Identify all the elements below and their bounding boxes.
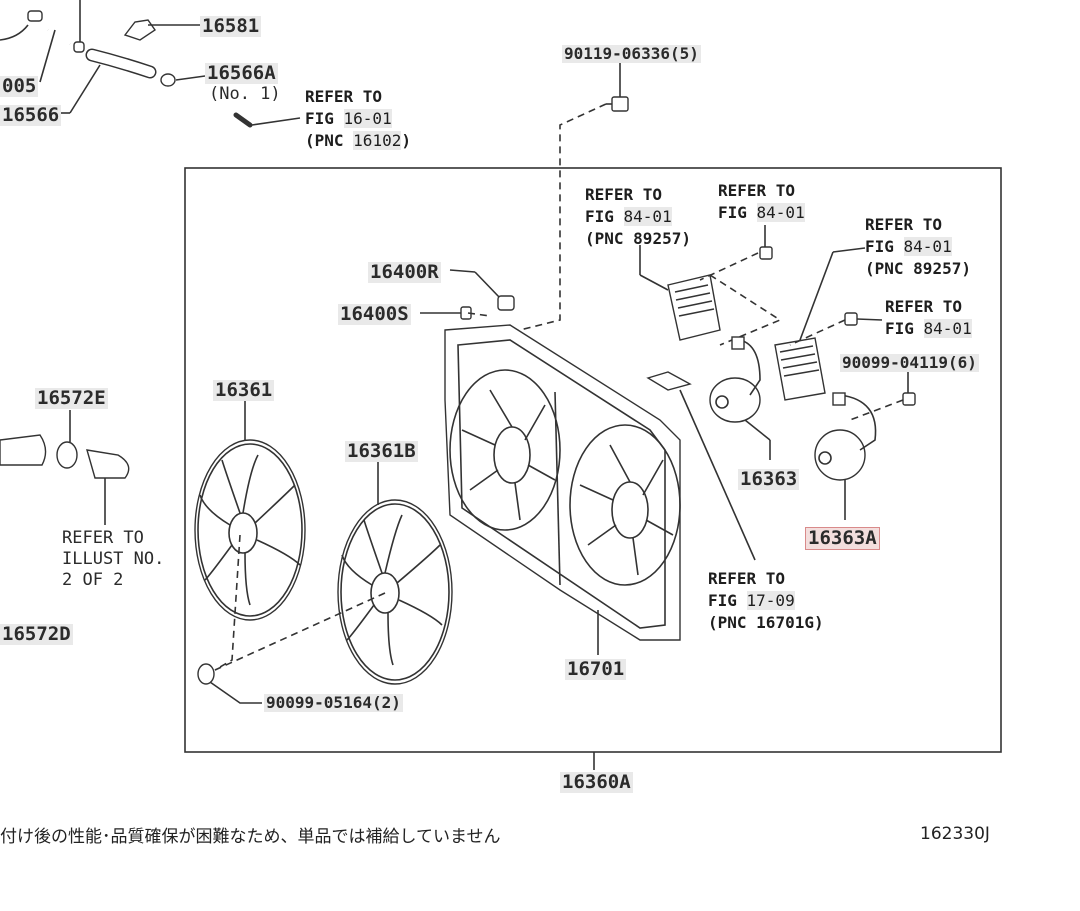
- refer-text: REFER TO: [305, 87, 383, 106]
- refer-text: REFER TO: [885, 297, 963, 316]
- motor-icon: [814, 392, 877, 520]
- fig-prefix: FIG: [885, 319, 924, 338]
- refer-block-84-01-d[interactable]: REFER TO FIG 84-01: [885, 296, 972, 340]
- refer-text: REFER TO: [62, 528, 144, 548]
- part-label-16361B[interactable]: 16361B: [345, 440, 418, 462]
- bolt-icon: [699, 225, 916, 421]
- part-label-16572E[interactable]: 16572E: [35, 387, 108, 409]
- pnc-number[interactable]: 89257: [633, 229, 682, 248]
- hose-icon: [0, 0, 301, 128]
- pnc-suffix: ): [961, 259, 971, 278]
- refer-block-84-01-c[interactable]: REFER TO FIG 84-01 (PNC 89257): [865, 214, 971, 280]
- part-label-16701[interactable]: 16701: [565, 658, 627, 680]
- pnc-suffix: ): [813, 613, 824, 632]
- clamp-icon: [0, 410, 130, 525]
- pnc-suffix: ): [401, 131, 411, 150]
- refer-block-16-01[interactable]: REFER TO FIG 16-01 (PNC 16102): [305, 86, 411, 152]
- refer-text: REFER TO: [585, 185, 663, 204]
- pnc-suffix: ): [681, 229, 691, 248]
- grommet-icon: [197, 663, 215, 685]
- fig-prefix: FIG: [708, 591, 747, 610]
- refer-block-84-01-a[interactable]: REFER TO FIG 84-01 (PNC 89257): [585, 184, 691, 250]
- pnc-prefix: (PNC: [708, 613, 757, 632]
- pnc-number[interactable]: 89257: [913, 259, 962, 278]
- refer-block-17-09[interactable]: REFER TO FIG 17-09 (PNC 16701G): [708, 568, 824, 634]
- refer-block-84-01-b[interactable]: REFER TO FIG 84-01: [718, 180, 805, 224]
- refer-block-illust[interactable]: REFER TO ILLUST NO. 2 OF 2: [62, 528, 164, 591]
- grommet-icon: [497, 295, 515, 311]
- fig-number[interactable]: 84-01: [923, 319, 972, 338]
- part-label-16360A[interactable]: 16360A: [560, 771, 633, 793]
- fan-icon: [337, 499, 453, 685]
- footer-note: 付け後の性能･品質確保が困難なため、単品では補給していません: [0, 827, 501, 847]
- refer-text: REFER TO: [718, 181, 796, 200]
- fan-icon: [194, 439, 306, 621]
- part-label-005[interactable]: 005: [0, 75, 39, 97]
- part-label-16361[interactable]: 16361: [213, 379, 275, 401]
- fig-number[interactable]: 17-09: [746, 591, 795, 610]
- part-label-16363[interactable]: 16363: [738, 468, 800, 490]
- fan-icon: [449, 369, 681, 586]
- part-label-16400R[interactable]: 16400R: [368, 261, 441, 283]
- fig-number[interactable]: 16-01: [343, 109, 392, 128]
- part-label-16566[interactable]: 16566: [0, 104, 62, 126]
- motor-icon: [709, 336, 771, 460]
- pnc-prefix: (PNC: [585, 229, 634, 248]
- resistor-icon: [774, 247, 866, 401]
- part-label-90119-06336[interactable]: 90119-06336(5): [562, 44, 701, 63]
- part-note-16566A: (No. 1): [209, 84, 281, 104]
- pnc-prefix: (PNC: [865, 259, 914, 278]
- illust-text: ILLUST NO.: [62, 549, 165, 569]
- pnc-number[interactable]: 16102: [353, 131, 402, 150]
- part-label-16400S[interactable]: 16400S: [338, 303, 411, 325]
- fig-prefix: FIG: [718, 203, 757, 222]
- fig-prefix: FIG: [585, 207, 624, 226]
- illust-page-text: 2 OF 2: [62, 570, 124, 590]
- part-label-16566A[interactable]: 16566A: [205, 62, 278, 84]
- assembly-frame-box: [184, 167, 1002, 753]
- part-label-16581[interactable]: 16581: [200, 15, 262, 37]
- resistor-icon: [639, 245, 782, 346]
- fig-number[interactable]: 84-01: [623, 207, 672, 226]
- figure-code: 162330J: [920, 824, 990, 844]
- fig-number[interactable]: 84-01: [903, 237, 952, 256]
- bolt-icon: [606, 60, 629, 112]
- fig-number[interactable]: 84-01: [756, 203, 805, 222]
- fig-prefix: FIG: [865, 237, 904, 256]
- pnc-number[interactable]: 16701G: [756, 613, 814, 632]
- part-label-90099-04119[interactable]: 90099-04119(6): [840, 353, 979, 372]
- refer-text: REFER TO: [708, 569, 786, 588]
- part-label-16363A[interactable]: 16363A: [805, 527, 880, 550]
- refer-text: REFER TO: [865, 215, 943, 234]
- part-label-90099-05164[interactable]: 90099-05164(2): [264, 693, 403, 712]
- pnc-prefix: (PNC: [305, 131, 354, 150]
- part-label-16572D[interactable]: 16572D: [0, 623, 73, 645]
- fig-prefix: FIG: [305, 109, 344, 128]
